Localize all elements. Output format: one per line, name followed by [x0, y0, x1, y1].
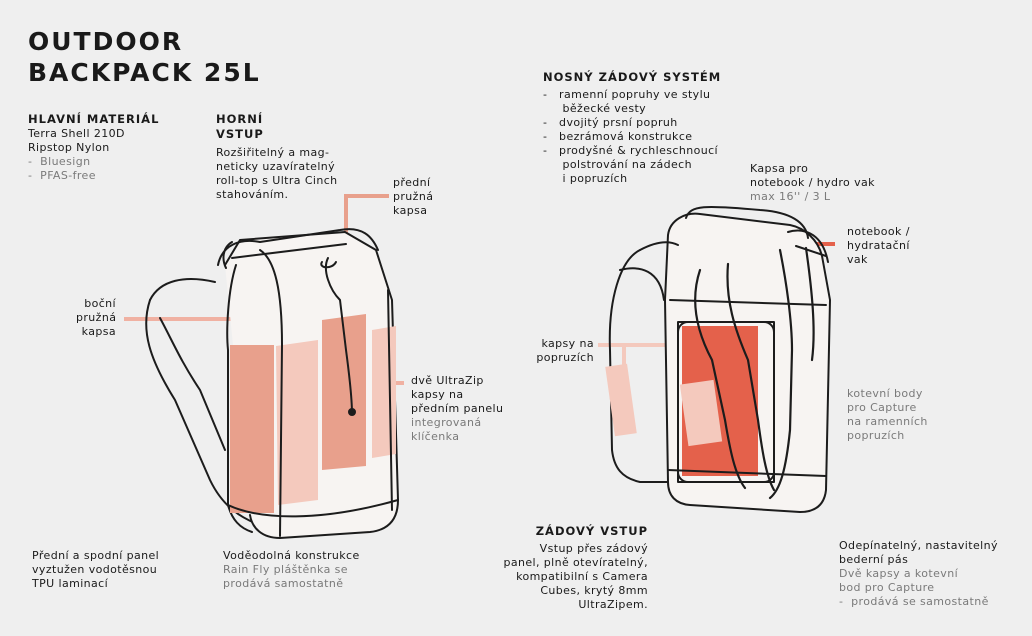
strap-pockets-line: popruzích	[536, 351, 594, 364]
front-pocket-leader	[344, 194, 389, 248]
side-pocket-callout: boční pružná kapsa	[76, 297, 116, 339]
carry-system-heading: NOSNÝ ZÁDOVÝ SYSTÉM	[543, 70, 722, 84]
carry-system-line: běžecké vesty	[543, 102, 647, 115]
material-bullet: - Bluesign	[28, 155, 91, 168]
bottom-panel-line: vyztužen vodotěsnou	[32, 563, 158, 576]
capture-points-line: popruzích	[847, 429, 905, 442]
capture-points-line: pro Capture	[847, 401, 917, 414]
front-pocket-callout: přední pružná kapsa	[393, 176, 433, 218]
hip-belt-callout: Odepínatelný, nastavitelný bederní pás D…	[839, 539, 998, 609]
top-entry-line: roll-top s Ultra Cinch	[216, 174, 338, 187]
ultrazip-line: předním panelu	[411, 402, 504, 415]
laptop-pocket-gray-line: max 16'' / 3 L	[750, 190, 831, 203]
laptop-pocket-callout: Kapsa pro notebook / hydro vak max 16'' …	[750, 162, 875, 204]
laptop-pocket-line: notebook / hydro vak	[750, 176, 875, 189]
bottom-panel-callout: Přední a spodní panel vyztužen vodotěsno…	[32, 549, 159, 591]
back-entry-line: Cubes, krytý 8mm	[540, 584, 648, 597]
bottom-panel-line: TPU laminací	[32, 577, 109, 590]
back-entry-heading: ZÁDOVÝ VSTUP	[535, 524, 648, 538]
front-backpack	[145, 228, 399, 539]
side-pocket-line: pružná	[76, 311, 117, 324]
strap-pockets-callout: kapsy na popruzích	[532, 337, 594, 365]
ultrazip-callout: dvě UltraZip kapsy na předním panelu int…	[411, 374, 503, 444]
side-pocket-line: boční	[84, 297, 116, 310]
strap-pockets-line: kapsy na	[541, 337, 594, 350]
carry-system-callout: NOSNÝ ZÁDOVÝ SYSTÉM - ramenní popruhy ve…	[543, 70, 721, 186]
top-entry-heading-1: HORNÍ	[216, 112, 264, 126]
capture-points-line: kotevní body	[847, 387, 923, 400]
carry-system-line: - bezrámová konstrukce	[543, 130, 693, 143]
laptop-sleeve-line: vak	[847, 253, 868, 266]
back-entry-line: panel, plně otevíratelný,	[503, 556, 648, 569]
material-heading: HLAVNÍ MATERIÁL	[28, 112, 160, 126]
top-entry-line: Rozšiřitelný a mag-	[216, 146, 330, 159]
laptop-sleeve-line: hydratační	[847, 239, 910, 252]
carry-system-line: - dvojitý prsní popruh	[543, 116, 678, 129]
capture-points-line: na ramenních	[847, 415, 928, 428]
front-pocket-line: kapsa	[393, 204, 428, 217]
title-line-2: BACKPACK 25L	[28, 58, 261, 87]
carry-system-line: polstrování na zádech	[543, 158, 692, 171]
bottom-panel-line: Přední a spodní panel	[32, 549, 160, 562]
laptop-pocket-line: Kapsa pro	[750, 162, 809, 175]
waterproof-callout: Voděodolná konstrukce Rain Fly pláštěnka…	[223, 549, 360, 591]
material-callout: HLAVNÍ MATERIÁL Terra Shell 210D Ripstop…	[28, 112, 159, 183]
material-line: Terra Shell 210D	[28, 127, 125, 140]
material-bullet: - PFAS-free	[28, 169, 96, 182]
carry-system-line: - ramenní popruhy ve stylu	[543, 88, 711, 101]
laptop-sleeve-line: notebook /	[847, 225, 910, 238]
hip-belt-line: bederní pás	[839, 553, 909, 566]
title-line-1: OUTDOOR	[28, 27, 184, 56]
carry-system-line: - prodyšné & rychleschnoucí	[543, 144, 718, 157]
laptop-sleeve-callout: notebook / hydratační vak	[847, 225, 910, 267]
ultrazip-line: dvě UltraZip	[411, 374, 484, 387]
ultrazip-gray-line: klíčenka	[411, 430, 460, 443]
top-entry-heading-2: VSTUP	[216, 127, 264, 141]
back-backpack	[605, 205, 831, 513]
ultrazip-gray-line: integrovaná	[411, 416, 482, 429]
side-pocket-line: kapsa	[81, 325, 116, 338]
carry-system-line: i popruzích	[543, 172, 628, 185]
top-entry-line: stahováním.	[216, 188, 289, 201]
back-entry-line: Vstup přes zádový	[539, 542, 648, 555]
waterproof-gray-line: prodává samostatně	[223, 577, 344, 590]
hip-belt-gray-line: bod pro Capture	[839, 581, 935, 594]
hip-belt-line: Odepínatelný, nastavitelný	[839, 539, 998, 552]
top-entry-callout: HORNÍ VSTUP Rozšiřitelný a mag- neticky …	[216, 112, 338, 202]
front-pocket-line: přední	[393, 176, 431, 189]
capture-points-callout: kotevní body pro Capture na ramenních po…	[847, 387, 928, 443]
back-entry-line: kompatibilní s Camera	[516, 570, 648, 583]
ultrazip-line: kapsy na	[411, 388, 464, 401]
hip-belt-gray-line: - prodává se samostatně	[839, 595, 989, 608]
front-pocket-line: pružná	[393, 190, 434, 203]
back-entry-line: UltraZipem.	[578, 598, 648, 611]
waterproof-gray-line: Rain Fly pláštěnka se	[223, 563, 348, 576]
back-entry-callout: ZÁDOVÝ VSTUP Vstup přes zádový panel, pl…	[496, 524, 648, 612]
hip-belt-gray-line: Dvě kapsy a kotevní	[839, 567, 959, 580]
waterproof-line: Voděodolná konstrukce	[223, 549, 360, 562]
material-line: Ripstop Nylon	[28, 141, 110, 154]
page-title: OUTDOOR BACKPACK 25L	[28, 26, 261, 88]
top-entry-line: neticky uzavíratelný	[216, 160, 336, 173]
